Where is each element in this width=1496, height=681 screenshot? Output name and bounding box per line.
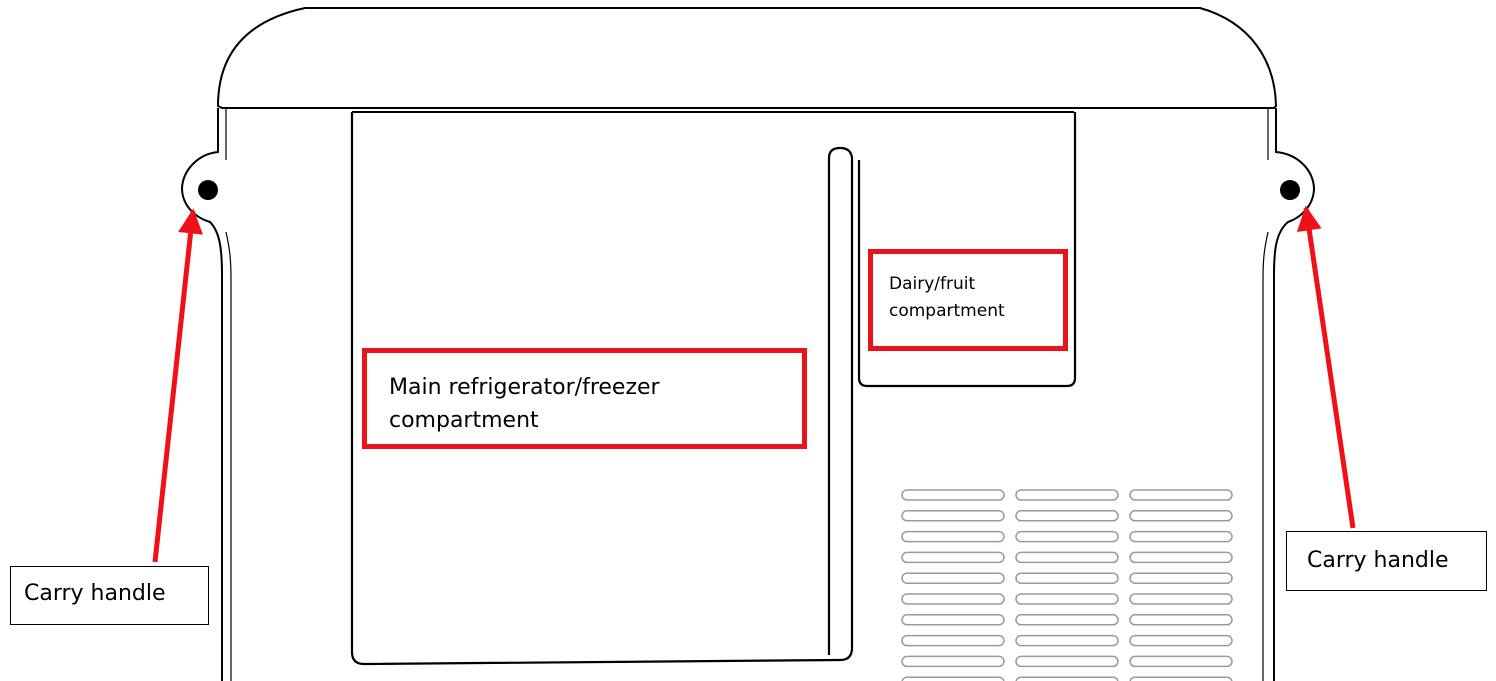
vent-slot — [1129, 614, 1233, 626]
vent-slot — [901, 634, 1005, 647]
vent-slot — [901, 551, 1005, 564]
fridge-body-right-inner — [1262, 108, 1269, 681]
vent-slot — [901, 530, 1005, 543]
main-compartment-label: Main refrigerator/freezer compartment — [362, 348, 807, 449]
handle-pivot-left — [198, 180, 218, 200]
carry-handle-right-arrow — [1296, 205, 1356, 529]
vent-slot — [1015, 510, 1119, 522]
vent-slot — [901, 510, 1005, 522]
main-compartment-label-line1: Main refrigerator/freezer — [389, 375, 660, 400]
main-compartment-label-line2: compartment — [389, 408, 539, 433]
fridge-lid — [216, 7, 1278, 109]
vent-slot — [1015, 614, 1119, 626]
vent-slot — [1129, 572, 1233, 584]
vent-slot — [901, 489, 1005, 501]
vent-slot — [1015, 593, 1119, 605]
vent-slot — [1015, 634, 1119, 647]
carry-handle-right-text: Carry handle — [1307, 548, 1449, 573]
vent-slot — [1129, 593, 1233, 605]
vent-slot — [1129, 634, 1233, 647]
vent-slot — [1129, 655, 1233, 668]
carry-handle-left-label: Carry handle — [10, 566, 209, 625]
vent-slot — [1015, 655, 1119, 668]
dairy-compartment-outline — [857, 112, 1077, 388]
vent-slot — [901, 572, 1005, 584]
vent-slot — [1129, 676, 1233, 681]
vent-slot — [1015, 530, 1119, 543]
handle-pivot-right — [1280, 180, 1300, 200]
vent-slot — [1129, 510, 1233, 522]
vent-slot — [1015, 551, 1119, 564]
vent-slot — [1129, 530, 1233, 543]
fridge-body-left-inner — [225, 108, 232, 681]
dairy-compartment-label-line1: Dairy/fruit — [889, 274, 976, 294]
vent-slot — [1015, 676, 1119, 681]
vent-slot — [901, 676, 1005, 681]
vent-slot — [901, 614, 1005, 626]
dairy-compartment-label: Dairy/fruit compartment — [868, 249, 1068, 351]
dairy-compartment-label-line2: compartment — [889, 301, 1005, 321]
vent-slot — [1015, 572, 1119, 584]
vent-grille — [901, 489, 1233, 681]
vent-slot — [1129, 551, 1233, 564]
vent-slot — [901, 593, 1005, 605]
carry-handle-right-label: Carry handle — [1286, 531, 1487, 591]
carry-handle-left-text: Carry handle — [24, 581, 166, 606]
vent-slot — [1015, 489, 1119, 501]
main-compartment-outline — [350, 112, 854, 666]
vent-slot — [1129, 489, 1233, 501]
vent-slot — [901, 655, 1005, 668]
carry-handle-left-arrow — [152, 208, 204, 563]
